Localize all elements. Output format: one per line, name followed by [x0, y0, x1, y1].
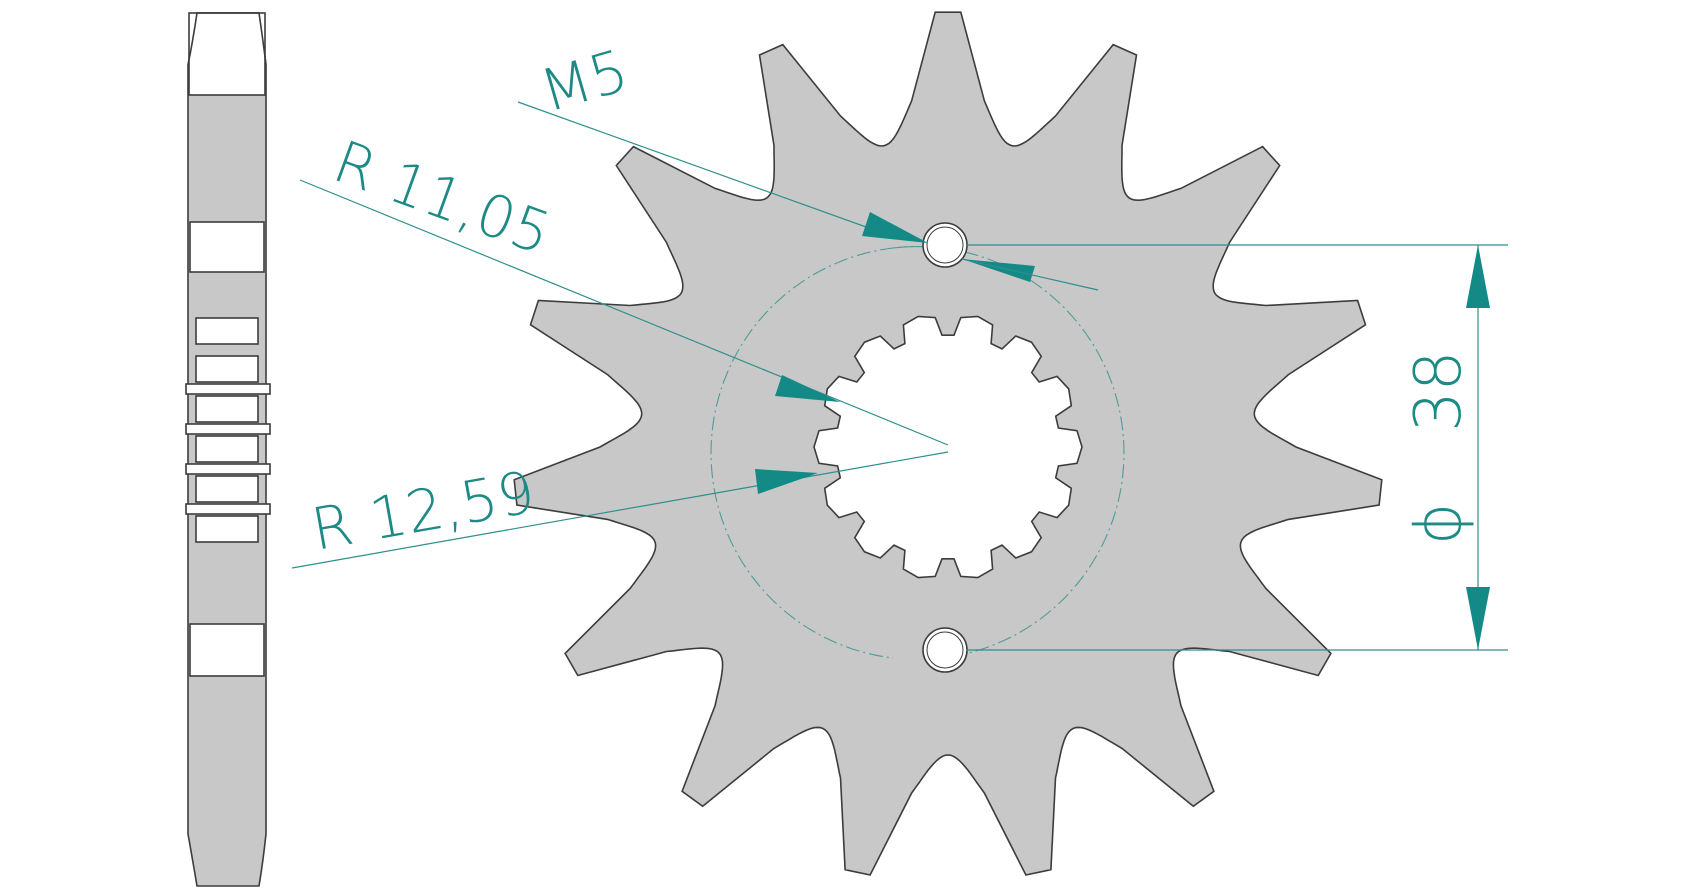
bolt-circle-diameter-label: 38	[1402, 351, 1476, 432]
side-profile-window-top	[189, 221, 265, 273]
bolt-hole-bottom-thread	[926, 631, 964, 669]
sprocket-front-view	[513, 11, 1383, 876]
side-profile-top-cap	[188, 12, 266, 96]
side-profile-splines	[185, 317, 271, 543]
bolt-thread-label: M5	[533, 36, 635, 125]
bolt-hole-bottom	[922, 627, 968, 673]
bolt-hole-top	[922, 222, 968, 268]
bolt-circle-centerline	[892, 245, 1125, 659]
side-profile-view	[185, 12, 271, 887]
side-profile-top-cap-curve	[187, 12, 267, 66]
side-profile-window-bottom	[189, 623, 265, 677]
bolt-hole-top-thread	[926, 226, 964, 264]
diameter-symbol: ϕ	[1402, 503, 1476, 545]
bolt-circle-centerline-left	[710, 245, 943, 659]
dimension-bolt-circle-diameter: ϕ 38	[966, 244, 1508, 651]
sprocket-body	[513, 11, 1383, 876]
spline-major-radius-label: R 12,59	[307, 458, 540, 564]
spline-minor-radius-label: R 11,05	[325, 127, 559, 268]
